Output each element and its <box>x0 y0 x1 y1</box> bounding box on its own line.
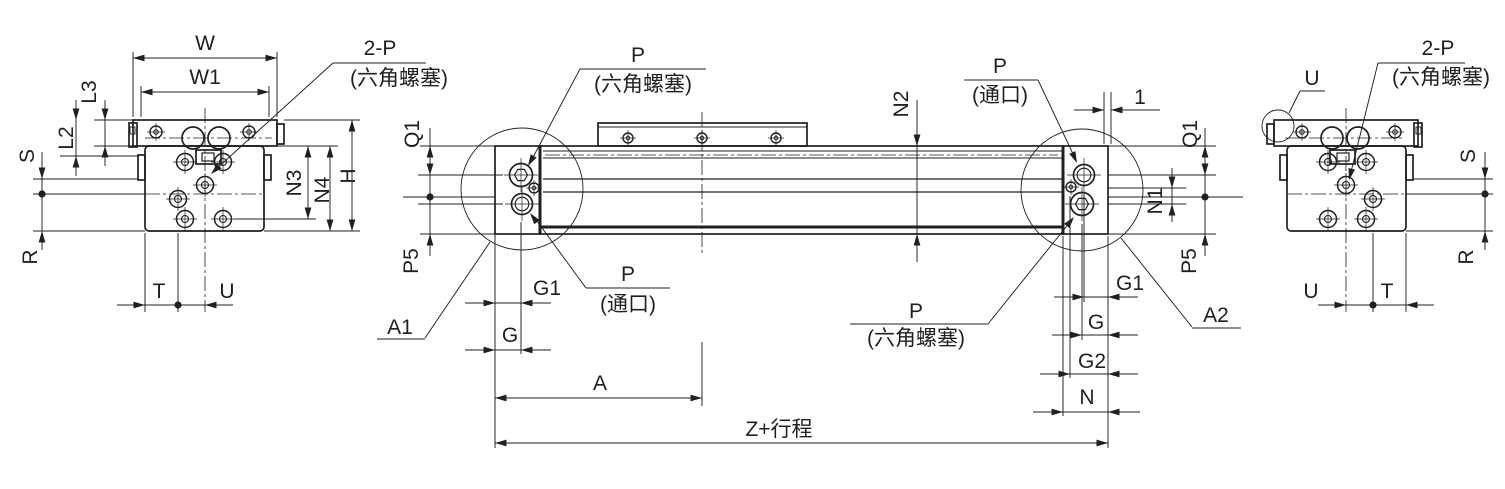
dim-label-p5-left: P5 <box>400 248 423 274</box>
dim-label-n1: N1 <box>1144 188 1167 215</box>
left-view-labels: W W1 L3 L2 S R N3 N4 H T U 2-P (六角螺塞) <box>16 32 448 303</box>
dim-label-g-right: G <box>1088 311 1104 334</box>
left-view-dimensions <box>33 52 426 312</box>
callout-port-bottom-left: (通口) <box>600 293 656 316</box>
dim-label-q1-right: Q1 <box>1179 120 1202 148</box>
dim-label-u-right-bottom: U <box>1303 280 1318 303</box>
dim-label-g1-right: G1 <box>1116 272 1144 295</box>
dim-label-n4: N4 <box>311 176 334 203</box>
right-view-dimensions <box>1288 62 1493 312</box>
dim-label-z-stroke: Z+行程 <box>745 418 812 441</box>
callout-a1: A1 <box>387 316 413 339</box>
dim-label-g-left: G <box>502 324 518 347</box>
right-view-labels: U 2-P (六角螺塞) S R U T <box>1303 37 1490 303</box>
dim-label-t-left: T <box>153 280 166 303</box>
dim-label-n: N <box>1079 386 1094 409</box>
left-side-view: W W1 L3 L2 S R N3 N4 H T U 2-P (六角螺塞) <box>16 32 448 312</box>
detail-circle-u <box>1261 109 1295 143</box>
right-side-view: U 2-P (六角螺塞) S R U T <box>1261 37 1493 312</box>
dim-label-w1: W1 <box>189 66 221 89</box>
dim-label-l2: L2 <box>55 126 78 149</box>
callout-hexplug-right: (六角螺塞) <box>1392 66 1490 89</box>
callout-hexplug-bottom-right: (六角螺塞) <box>867 327 965 350</box>
detail-circle-left <box>460 127 584 251</box>
front-view: P (六角螺塞) P (通口) Q1 P5 A1 G1 G A Z+行程 N2 … <box>377 44 1243 448</box>
dim-label-s-left: S <box>16 149 39 163</box>
callout-p-bottom-left: P <box>621 263 635 286</box>
dim-label-one: 1 <box>1134 86 1146 109</box>
callout-hexplug-left: (六角螺塞) <box>350 67 448 90</box>
dim-label-l3: L3 <box>78 80 101 103</box>
dim-label-r-right: R <box>1455 249 1478 264</box>
right-view-outline <box>1261 108 1423 312</box>
dim-label-h: H <box>337 168 360 183</box>
callout-2p-right: 2-P <box>1422 37 1455 60</box>
left-view-outline <box>128 108 285 312</box>
dim-label-s-right: S <box>1457 149 1480 163</box>
callout-u-right: U <box>1304 67 1319 90</box>
dim-label-p5-right: P5 <box>1178 248 1201 274</box>
callout-p-bottom-right: P <box>909 300 923 323</box>
front-view-dimensions <box>377 68 1243 448</box>
dim-label-a: A <box>593 372 607 395</box>
callout-p-top-left: P <box>631 44 645 67</box>
callout-p-top-right: P <box>993 55 1007 78</box>
dim-label-g1-left: G1 <box>533 277 561 300</box>
dim-label-r-left: R <box>19 249 42 264</box>
dim-label-q1-left: Q1 <box>401 120 424 148</box>
callout-a2: A2 <box>1203 304 1229 327</box>
dim-label-n2: N2 <box>890 91 913 118</box>
dim-label-t-right: T <box>1381 280 1394 303</box>
front-view-outline <box>460 112 1144 256</box>
callout-2p-left: 2-P <box>364 37 397 60</box>
dim-label-n3: N3 <box>283 170 306 197</box>
callout-hexplug-top-left: (六角螺塞) <box>594 73 692 96</box>
front-view-labels: P (六角螺塞) P (通口) Q1 P5 A1 G1 G A Z+行程 N2 … <box>387 44 1229 441</box>
dim-label-g2: G2 <box>1078 350 1106 373</box>
dim-label-u-left: U <box>219 280 234 303</box>
callout-port-top-right: (通口) <box>972 84 1028 107</box>
dim-label-w: W <box>195 32 215 55</box>
